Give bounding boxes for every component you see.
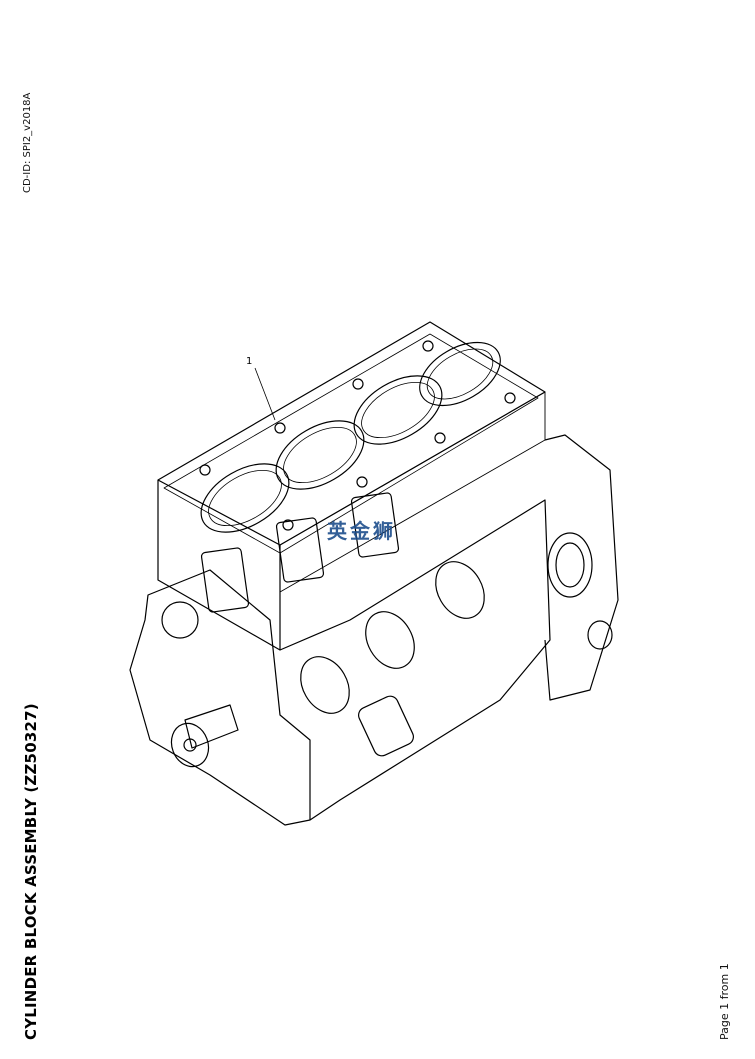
document-title: CYLINDER BLOCK ASSEMBLY (ZZ50327) (22, 703, 40, 1040)
cd-id-label: CD-ID: SPI2_v2018A (22, 92, 33, 193)
page-number: Page 1 from 1 (718, 963, 731, 1040)
cylinder-block-illustration (129, 321, 619, 826)
watermark-logo: 英金狮 (327, 519, 396, 543)
callout-1: 1 (246, 356, 253, 367)
